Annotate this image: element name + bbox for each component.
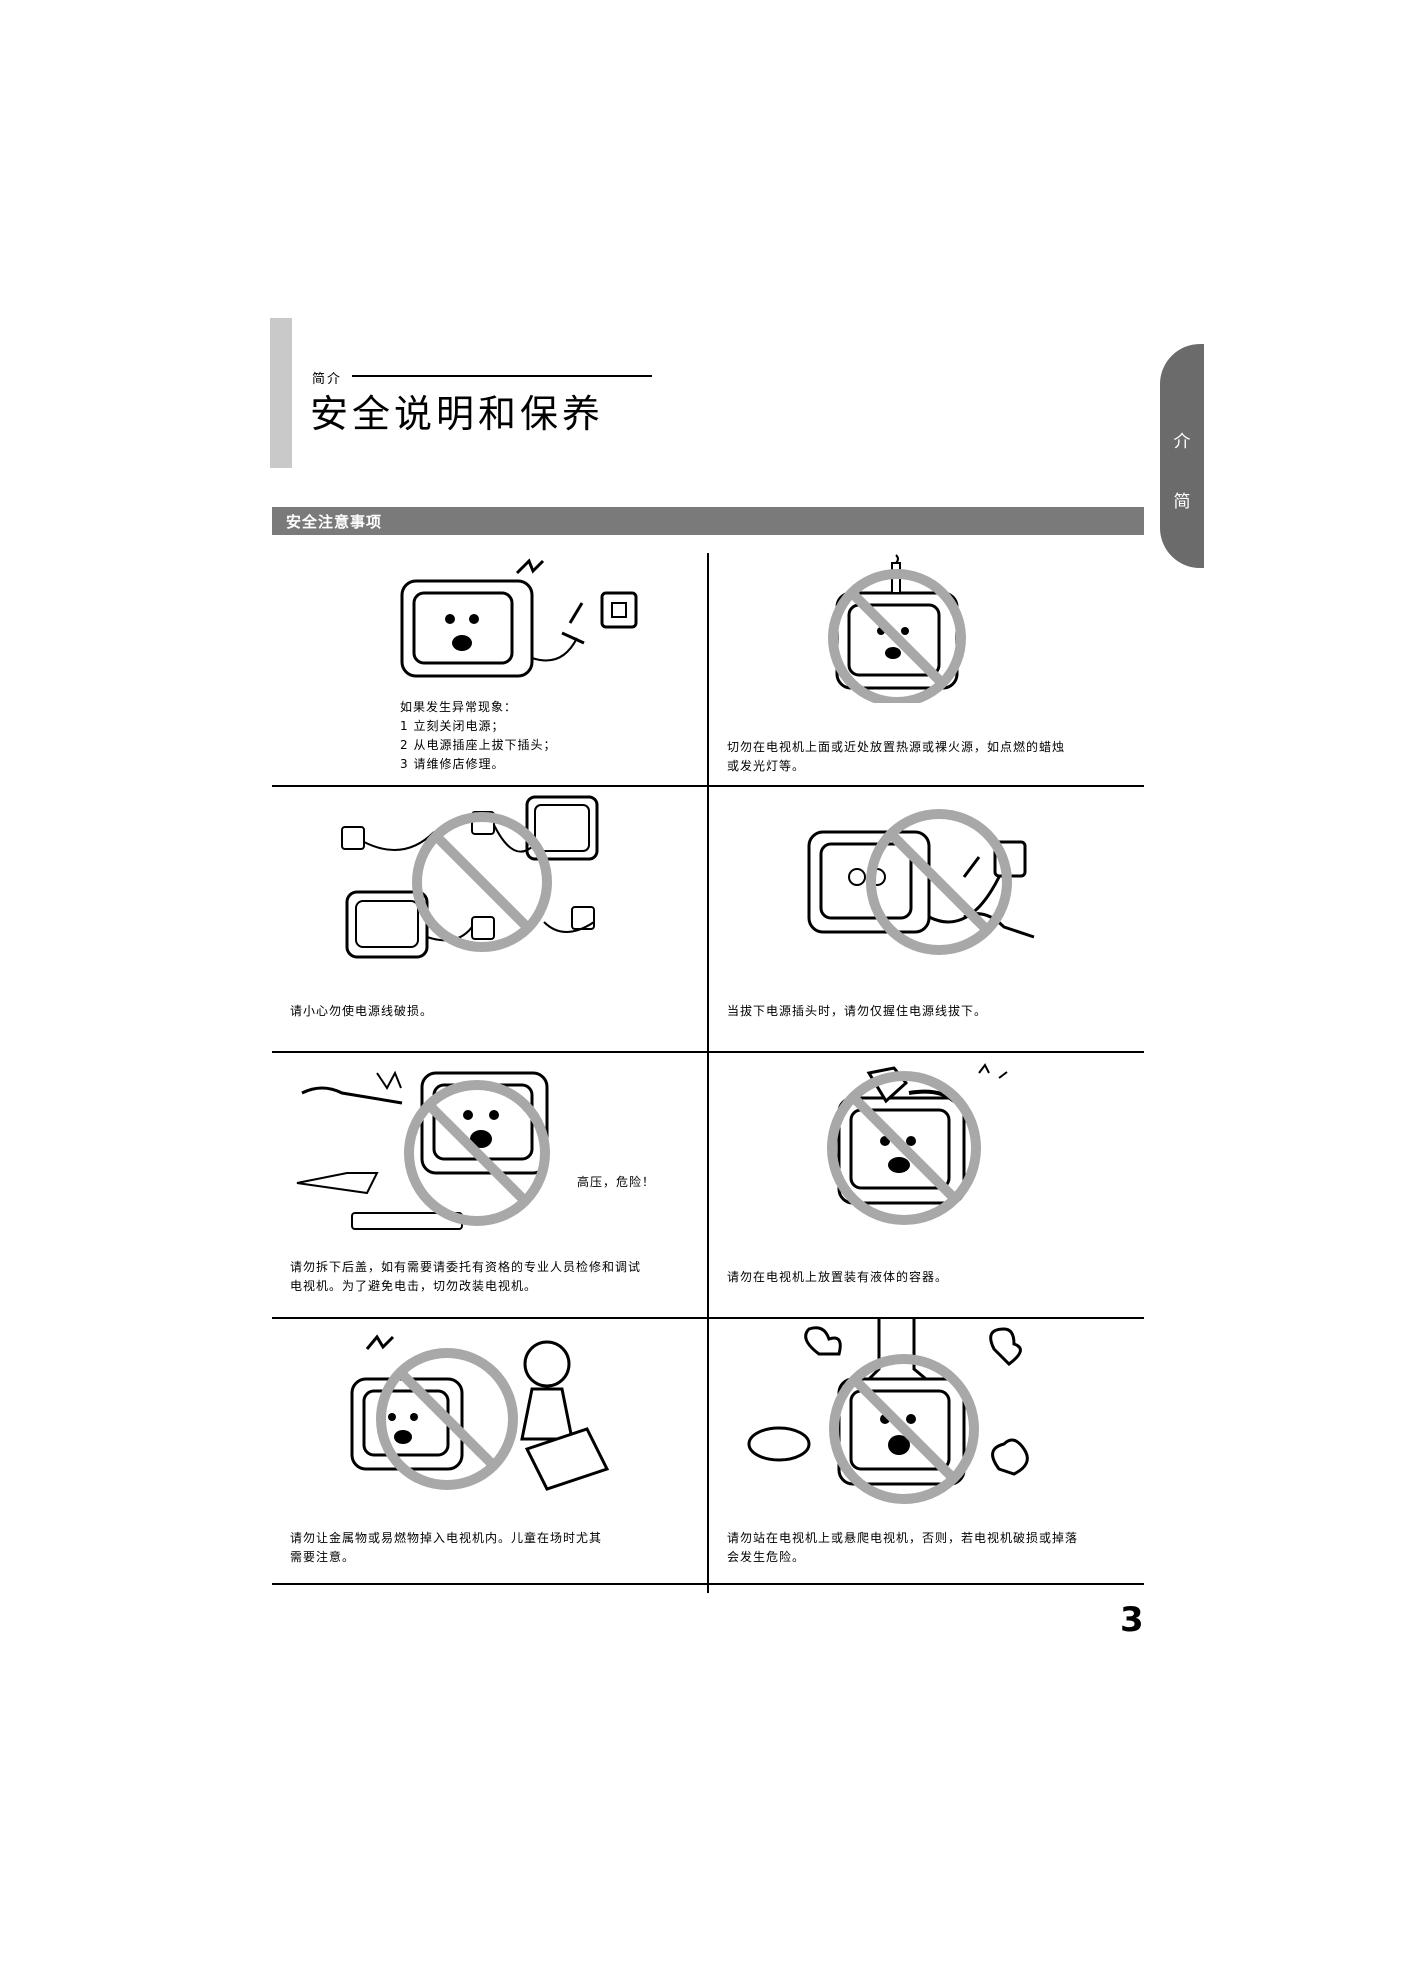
safety-cell-2: 切勿在电视机上面或近处放置热源或裸火源，如点燃的蜡烛 或发光灯等。 — [709, 553, 1144, 813]
liquid-container-prohibited-illustration — [827, 1063, 1008, 1225]
caption-line: 电视机。为了避免电击，切勿改装电视机。 — [290, 1279, 538, 1293]
grid-divider-1 — [272, 785, 1144, 787]
safety-cell-4: 当拔下电源插头时，请勿仅握住电源线拔下。 — [709, 787, 1144, 1047]
power-cord-damage-illustration — [341, 795, 599, 959]
page-number: 3 — [1120, 1600, 1144, 1640]
tv-candle-prohibited-illustration — [828, 554, 966, 703]
safety-cell-3: 请小心勿使电源线破损。 — [272, 787, 707, 1047]
caption-line: 请勿拆下后盖，如有需要请委托有资格的专业人员检修和调试 — [290, 1260, 642, 1274]
grid-divider-vertical — [707, 553, 709, 1593]
caption-line: 或发光灯等。 — [727, 759, 806, 773]
safety-cell-5: 高压，危险！ 请勿拆下后盖，如有需要请委托有资格的专业人员检修和调试 电视机。为… — [272, 1053, 707, 1313]
caption-line: 请勿站在电视机上或悬爬电视机，否则，若电视机破损或掉落 — [727, 1531, 1079, 1545]
caption-line: 如果发生异常现象： — [400, 700, 518, 714]
grid-divider-3 — [272, 1317, 1144, 1319]
high-voltage-label: 高压，危险！ — [577, 1175, 656, 1189]
tv-unplug-illustration — [400, 558, 638, 678]
safety-cell-6: 请勿在电视机上放置装有液体的容器。 — [709, 1053, 1144, 1313]
pull-cord-prohibited-illustration — [807, 809, 1035, 955]
section-label: 简介 — [312, 372, 343, 387]
grid-divider-2 — [272, 1051, 1144, 1053]
safety-cell-7: 请勿让金属物或易燃物掉入电视机内。儿童在场时尤其 需要注意。 — [272, 1319, 707, 1579]
caption-line: 2 从电源插座上拔下插头； — [400, 738, 557, 752]
foreign-objects-prohibited-illustration — [350, 1334, 610, 1491]
header-accent-bar — [270, 318, 292, 468]
grid-divider-4 — [272, 1583, 1144, 1585]
caption-line: 当拔下电源插头时，请勿仅握住电源线拔下。 — [727, 1004, 988, 1018]
section-band-label: 安全注意事项 — [286, 513, 383, 531]
safety-cell-1: 如果发生异常现象： 1 立刻关闭电源； 2 从电源插座上拔下插头； 3 请维修店… — [272, 553, 707, 813]
caption-line: 请勿让金属物或易燃物掉入电视机内。儿童在场时尤其 — [290, 1531, 603, 1545]
side-tab-char-2: 简 — [1173, 492, 1191, 512]
caption-line: 3 请维修店修理。 — [400, 757, 505, 771]
caption-line: 1 立刻关闭电源； — [400, 719, 505, 733]
header-rule — [352, 375, 652, 377]
caption-line: 请小心勿使电源线破损。 — [290, 1004, 434, 1018]
safety-grid: 如果发生异常现象： 1 立刻关闭电源； 2 从电源插座上拔下插头； 3 请维修店… — [272, 553, 1144, 1593]
chapter-side-tab[interactable]: 介 简 — [1160, 344, 1204, 568]
caption-line: 需要注意。 — [290, 1550, 356, 1564]
caption-line: 会发生危险。 — [727, 1550, 806, 1564]
caption-line: 请勿在电视机上放置装有液体的容器。 — [727, 1270, 949, 1284]
section-band: 安全注意事项 — [272, 507, 1144, 535]
safety-cell-8: 请勿站在电视机上或悬爬电视机，否则，若电视机破损或掉落 会发生危险。 — [709, 1319, 1144, 1579]
caption-line: 切勿在电视机上面或近处放置热源或裸火源，如点燃的蜡烛 — [727, 740, 1066, 754]
side-tab-char-1: 介 — [1173, 432, 1191, 452]
back-cover-prohibited-illustration — [296, 1070, 550, 1230]
page-title: 安全说明和保养 — [310, 392, 605, 436]
standing-on-tv-prohibited-illustration — [747, 1319, 1029, 1504]
